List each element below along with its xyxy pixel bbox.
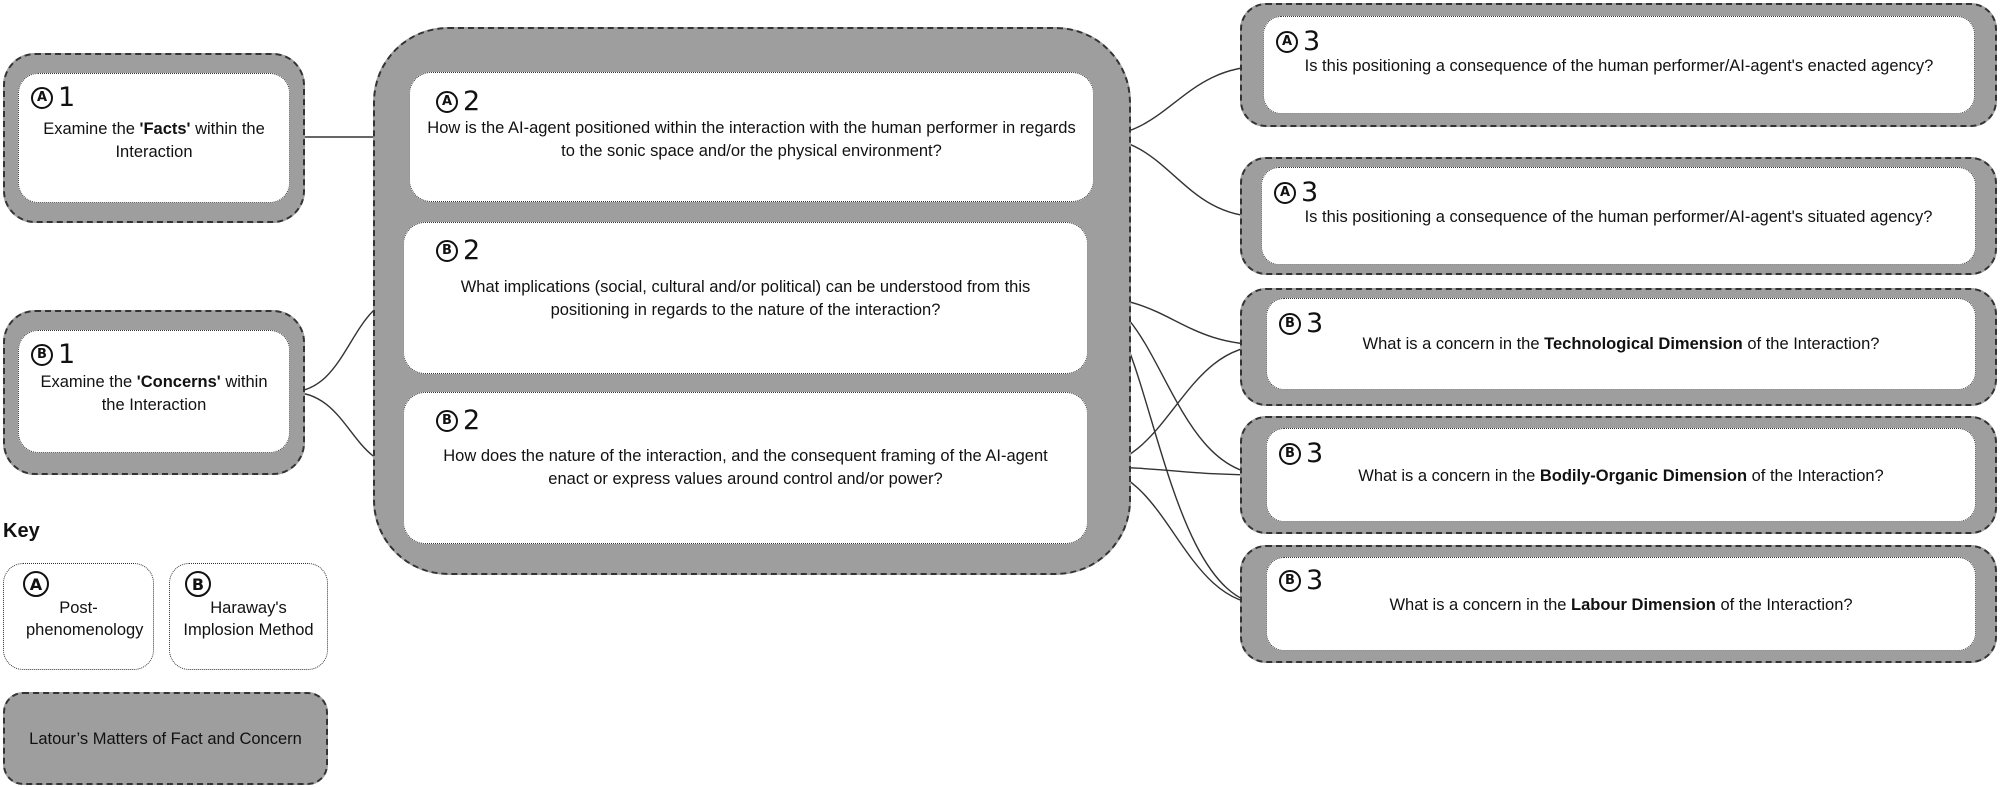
node-a3b-badge: A 3 — [1274, 179, 1318, 206]
node-a2-badge: A 2 — [436, 88, 480, 115]
node-b3a-number: 3 — [1306, 308, 1324, 339]
letter-b-icon: B — [436, 409, 458, 432]
node-b3c-box: B 3 What is a concern in the Labour Dime… — [1266, 557, 1976, 651]
letter-a-icon: A — [31, 86, 53, 109]
node-b2b-box: B 2 How does the nature of the interacti… — [403, 392, 1088, 544]
letter-a-icon: A — [1276, 30, 1298, 53]
node-b2b-text: How does the nature of the interaction, … — [443, 447, 1048, 488]
node-a2-text: How is the AI-agent positioned within th… — [427, 119, 1076, 160]
node-a3b-number: 3 — [1301, 177, 1319, 208]
node-b3b-badge: B 3 — [1279, 440, 1323, 467]
node-b3b-box: B 3 What is a concern in the Bodily-Orga… — [1266, 428, 1976, 522]
node-b3a-box: B 3 What is a concern in the Technologic… — [1266, 298, 1976, 390]
node-a1-number: 1 — [58, 82, 76, 113]
node-a3b-text: Is this positioning a consequence of the… — [1304, 208, 1933, 226]
node-b2b-badge: B 2 — [436, 407, 480, 434]
letter-b-icon: B — [185, 571, 211, 597]
node-a3a-text: Is this positioning a consequence of the… — [1304, 57, 1934, 75]
node-b3a-badge: B 3 — [1279, 310, 1323, 337]
node-b3a-text: What is a concern in the Technological D… — [1362, 335, 1880, 353]
node-a3a-box: A 3 Is this positioning a consequence of… — [1263, 16, 1975, 114]
node-b2a-text: What implications (social, cultural and/… — [460, 278, 1031, 319]
node-a2-number: 2 — [463, 86, 481, 117]
letter-a-icon: A — [436, 90, 458, 113]
key-b-label: Haraway's Implosion Method — [183, 599, 314, 639]
node-a3a-badge: A 3 — [1276, 28, 1320, 55]
letter-b-icon: B — [1279, 569, 1301, 592]
node-a3b-box: A 3 Is this positioning a consequence of… — [1261, 167, 1976, 265]
node-b2a-box: B 2 What implications (social, cultural … — [403, 222, 1088, 374]
key-latour-label: Latour’s Matters of Fact and Concern — [29, 730, 302, 748]
node-a3a-number: 3 — [1303, 26, 1321, 57]
node-b1-text: Examine the 'Concerns' within the Intera… — [40, 373, 268, 414]
letter-b-icon: B — [436, 239, 458, 262]
node-b1-box: B 1 Examine the 'Concerns' within the In… — [18, 330, 290, 453]
node-b1-badge: B 1 — [31, 341, 75, 368]
key-latour-box: Latour’s Matters of Fact and Concern — [3, 692, 328, 785]
letter-a-icon: A — [23, 571, 49, 597]
node-b3c-number: 3 — [1306, 565, 1324, 596]
node-b2b-number: 2 — [463, 405, 481, 436]
key-b-box: B Haraway's Implosion Method — [169, 563, 328, 670]
node-a2-box: A 2 How is the AI-agent positioned withi… — [409, 72, 1094, 202]
letter-b-icon: B — [1279, 312, 1301, 335]
letter-b-icon: B — [1279, 442, 1301, 465]
node-a1-box: A 1 Examine the 'Facts' within the Inter… — [18, 73, 290, 203]
node-b3b-number: 3 — [1306, 438, 1324, 469]
node-b1-number: 1 — [58, 339, 76, 370]
node-b2a-badge: B 2 — [436, 237, 480, 264]
key-a-box: A Post-phenomenology — [3, 563, 154, 670]
letter-b-icon: B — [31, 343, 53, 366]
node-b3b-text: What is a concern in the Bodily-Organic … — [1358, 467, 1884, 485]
node-a1-badge: A 1 — [31, 84, 75, 111]
node-b2a-number: 2 — [463, 235, 481, 266]
node-b3c-text: What is a concern in the Labour Dimensio… — [1389, 596, 1853, 614]
key-title: Key — [3, 520, 40, 542]
key-a-label: Post-phenomenology — [26, 599, 144, 639]
node-b3c-badge: B 3 — [1279, 567, 1323, 594]
letter-a-icon: A — [1274, 181, 1296, 204]
node-a1-text: Examine the 'Facts' within the Interacti… — [43, 120, 265, 161]
